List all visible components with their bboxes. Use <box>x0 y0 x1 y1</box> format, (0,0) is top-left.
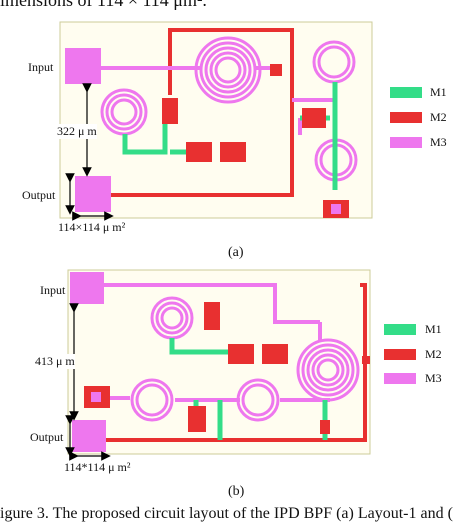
layout1-inductor-large <box>194 36 262 104</box>
legend2-swatch-m2 <box>384 349 416 360</box>
legend2-swatch-m1 <box>384 324 416 335</box>
layout2-dim-vertical-label: 413 μ m <box>35 354 75 369</box>
layout1-m2-trace <box>111 28 294 197</box>
layout2-cap-2 <box>228 344 254 364</box>
layout1-m1-trace <box>122 82 338 190</box>
layout1-output-pad <box>75 176 111 212</box>
layout2-inductor-bottom-left <box>130 378 174 422</box>
layout2-cap-3 <box>262 344 288 364</box>
legend1-swatch-m3 <box>390 137 422 148</box>
legend1-label-m2: M2 <box>430 110 447 124</box>
layout2-cap-4-pad <box>91 392 101 402</box>
legend1-swatch-m2 <box>390 112 422 123</box>
layout1-cap-5 <box>270 64 282 76</box>
layout1-cap-4 <box>302 108 326 128</box>
layout1-input-pad <box>65 48 101 84</box>
legend2-swatch-m3 <box>384 373 416 384</box>
legend1-label-m1: M1 <box>430 85 447 99</box>
layout2-output-pad <box>72 420 106 452</box>
legend1-label-m3: M3 <box>430 135 447 149</box>
layout1-m3-trace <box>101 66 335 135</box>
layout2-inductor-bottom-right <box>236 378 280 422</box>
layout2-cap-5 <box>188 406 206 432</box>
figure-bottom-caption: igure 3. The proposed circuit layout of … <box>0 505 453 522</box>
layout1-dim-pad-label: 114×114 μ m² <box>58 220 126 234</box>
legend2-label-m2: M2 <box>425 347 442 361</box>
layout1-cap-1 <box>162 98 178 124</box>
layout2-dim-pad-label: 114*114 μ m² <box>64 460 131 474</box>
layout1-dim-vertical-label: 322 μ m <box>57 124 97 139</box>
layout2-output-label: Output <box>30 430 64 444</box>
legend1-swatch-m1 <box>390 87 422 98</box>
layout2-cap-1 <box>204 302 220 330</box>
legend2-label-m3: M3 <box>425 371 442 385</box>
layout1-sublabel: (a) <box>228 245 244 260</box>
layout1-cap-3 <box>220 142 246 162</box>
layout1-cap-6-pad <box>331 204 341 214</box>
layout1-input-label: Input <box>28 60 54 74</box>
legend2-label-m1: M1 <box>425 322 442 336</box>
layout2-input-pad <box>70 272 104 304</box>
layout2-m3-trace <box>104 283 330 402</box>
layout2-inductor-large <box>296 338 360 402</box>
layout2-cap-6 <box>320 420 330 434</box>
figure-top-caption: imensions of 114 × 114 μm². <box>0 0 207 10</box>
layout2-input-label: Input <box>40 283 66 297</box>
layout1-cap-2 <box>186 142 212 162</box>
layout2-sublabel: (b) <box>228 484 245 499</box>
layout1-output-label: Output <box>22 188 56 202</box>
layout2-cap-7 <box>362 356 370 364</box>
